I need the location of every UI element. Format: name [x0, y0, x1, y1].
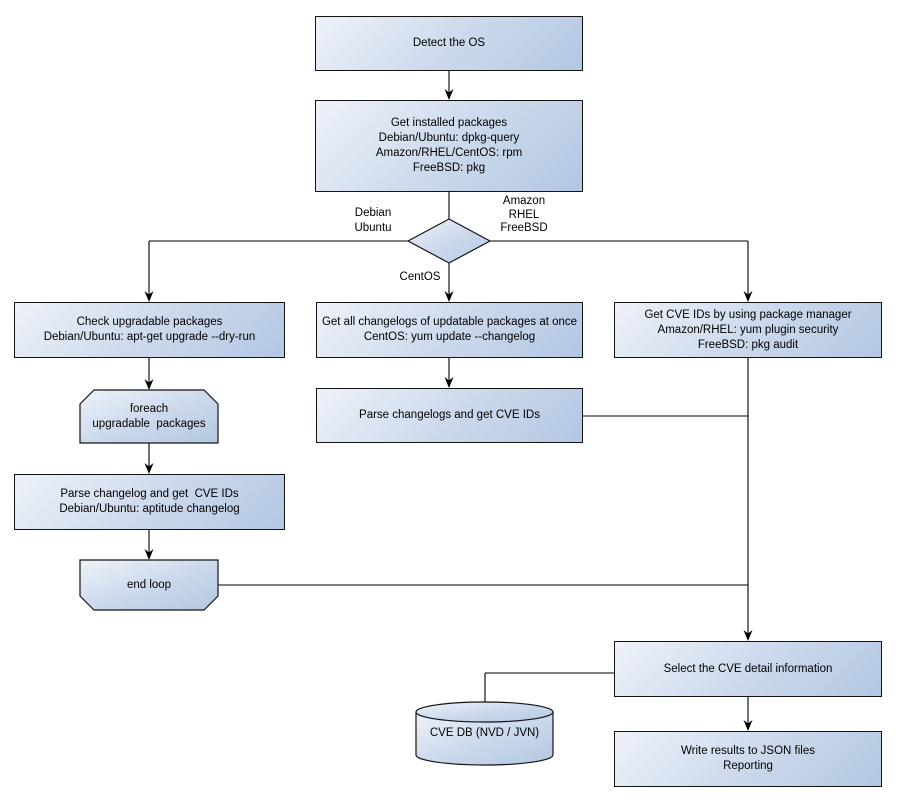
- edge-label-debian-ubuntu: Debian Ubuntu: [354, 207, 392, 234]
- edge-label-centos: CentOS: [399, 271, 441, 283]
- node-parse-changelog-debian: Parse changelog and get CVE IDs Debian/U…: [14, 474, 285, 530]
- node-parse-changelogs-centos: Parse changelogs and get CVE IDs: [316, 388, 583, 443]
- foreach-loop-shape: [79, 389, 219, 444]
- os-decision-diamond: [406, 218, 492, 264]
- arrowheads: [144, 89, 753, 731]
- node-write-results: Write results to JSON files Reporting: [614, 731, 882, 787]
- node-get-changelogs-centos: Get all changelogs of updatable packages…: [316, 302, 583, 358]
- end-loop-label: end loop: [126, 578, 172, 591]
- cve-db-label: CVE DB (NVD / JVN): [429, 726, 540, 739]
- node-get-installed-packages: Get installed packages Debian/Ubuntu: dp…: [315, 100, 583, 192]
- edge-label-amazon-rhel-freebsd: Amazon RHEL FreeBSD: [500, 195, 548, 234]
- node-detect-os: Detect the OS: [315, 16, 583, 71]
- cve-db-cylinder: [415, 701, 554, 766]
- node-select-cve-detail: Select the CVE detail information: [614, 641, 882, 697]
- node-check-upgradable-packages: Check upgradable packages Debian/Ubuntu:…: [14, 302, 285, 358]
- end-loop-shape: [79, 559, 219, 611]
- connector-lines: [148, 70, 749, 724]
- foreach-loop-label: foreach upgradable packages: [92, 402, 206, 430]
- node-get-cve-ids-pkg-manager: Get CVE IDs by using package manager Ama…: [614, 302, 882, 358]
